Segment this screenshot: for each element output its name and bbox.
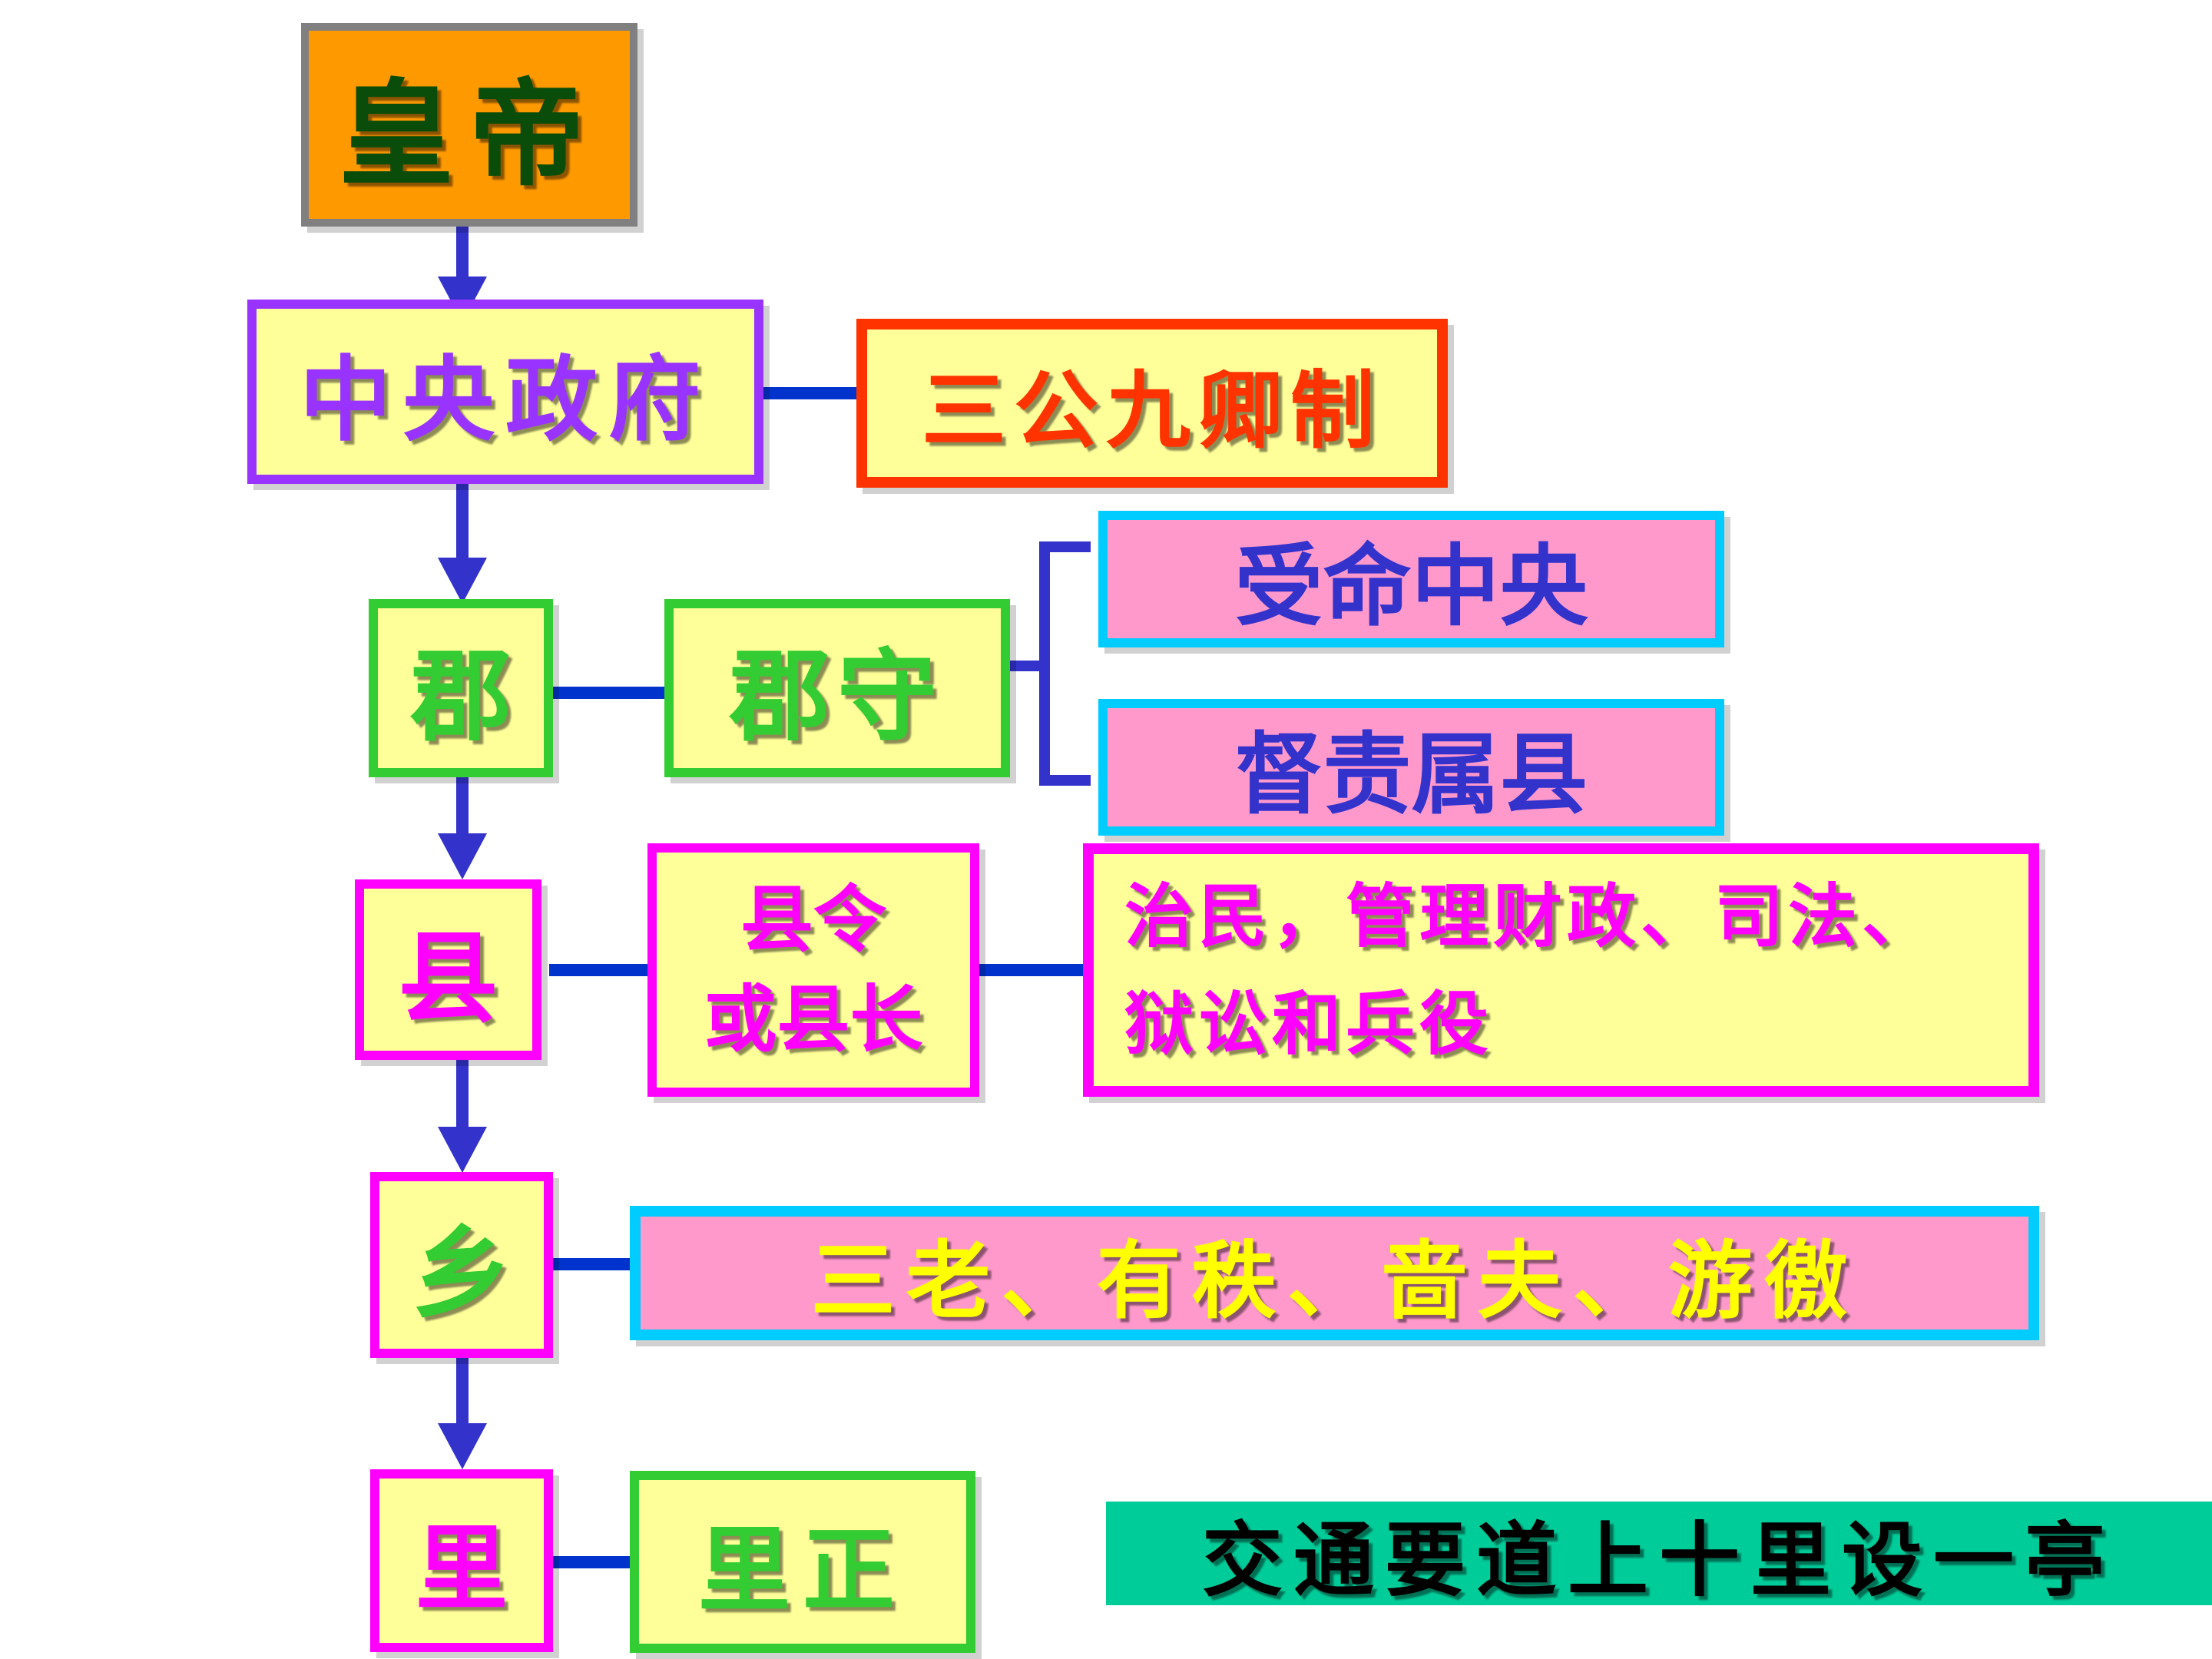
magistrate-label-line2: 或县长 (704, 977, 923, 1062)
commandery-box: 郡 (369, 599, 553, 777)
duty-supervise-counties-label: 督责属县 (1234, 724, 1588, 826)
duty-receive-orders-label: 受命中央 (1234, 535, 1588, 638)
governor-bracket (998, 541, 1091, 786)
duty-supervise-counties-box: 督责属县 (1098, 699, 1724, 836)
village-head-box: 里正 (630, 1471, 975, 1653)
central-government-label: 中央政府 (300, 346, 711, 454)
village-head-label: 里正 (698, 1515, 907, 1624)
emperor-box: 皇帝 (301, 23, 637, 227)
emperor-label: 皇帝 (338, 67, 600, 202)
magistrate-label-line1: 县令 (740, 877, 886, 962)
magistrate-box: 县令 或县长 (647, 843, 979, 1097)
horizontal-connectors (549, 387, 1089, 1568)
three-lords-nine-ministers-label: 三公九卿制 (922, 361, 1382, 460)
commandery-label: 郡 (410, 637, 511, 755)
central-government-box: 中央政府 (247, 300, 763, 484)
township-box: 乡 (370, 1172, 553, 1358)
pavilion-note-box: 交通要道上十里设一亭 (1106, 1502, 2212, 1608)
governor-box: 郡守 (664, 599, 1010, 777)
three-lords-nine-ministers-box: 三公九卿制 (856, 319, 1448, 488)
duty-receive-orders-box: 受命中央 (1098, 511, 1724, 647)
village-label: 里 (416, 1515, 508, 1623)
county-duties-box: 治民，管理财政、司法、狱讼和兵役 (1083, 843, 2039, 1097)
township-officials-label: 三老、有秩、啬夫、游徼 (810, 1230, 1859, 1330)
county-box: 县 (355, 879, 541, 1060)
county-label: 县 (398, 919, 498, 1037)
township-label: 乡 (411, 1214, 512, 1332)
pavilion-note-label: 交通要道上十里设一亭 (1201, 1512, 2116, 1608)
township-officials-box: 三老、有秩、啬夫、游徼 (630, 1206, 2039, 1340)
governor-label: 郡守 (729, 637, 945, 755)
village-box: 里 (370, 1469, 553, 1652)
county-duties-label: 治民，管理财政、司法、狱讼和兵役 (1124, 876, 1936, 1065)
